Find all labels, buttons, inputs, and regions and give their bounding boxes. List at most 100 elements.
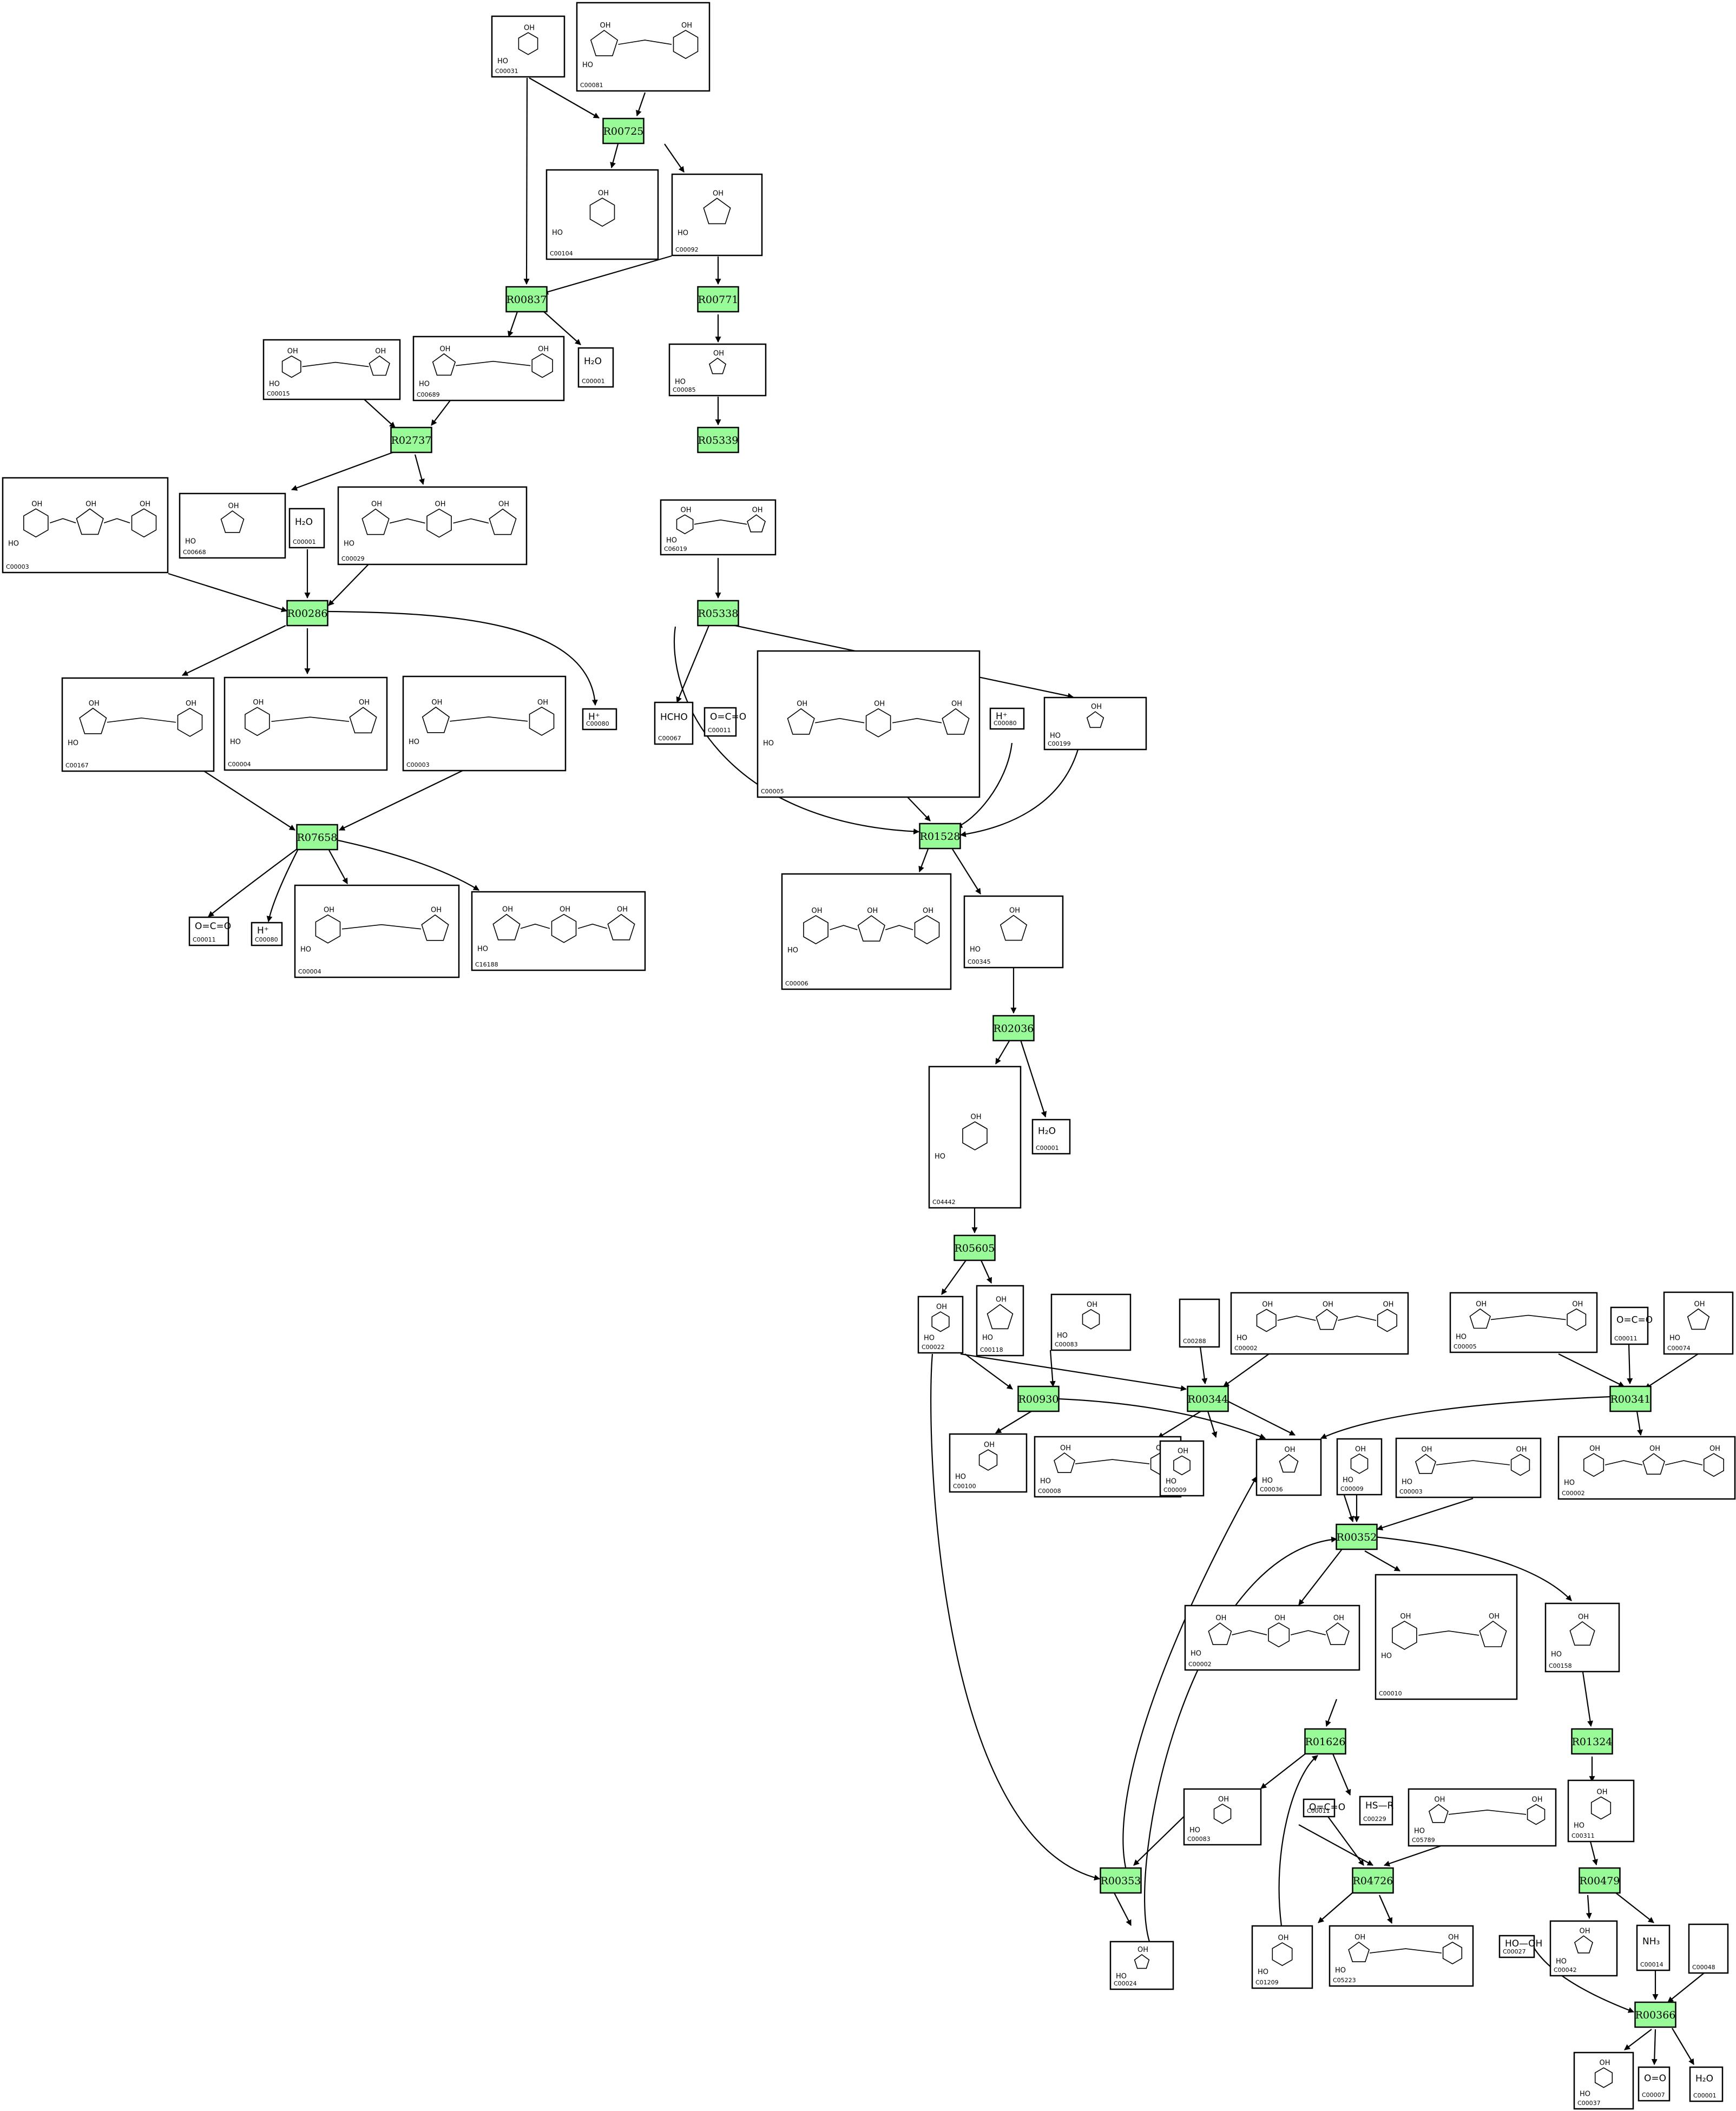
reaction-node[interactable]: R00479 — [1579, 1867, 1621, 1894]
reaction-node[interactable]: R00771 — [697, 286, 739, 313]
reaction-node[interactable]: R00344 — [1187, 1385, 1229, 1412]
reaction-node[interactable]: R01528 — [919, 823, 961, 850]
reaction-node[interactable]: R00837 — [505, 286, 548, 313]
compound-id: C00011 — [193, 936, 216, 943]
compound-node[interactable]: H⁺C00080 — [251, 922, 283, 946]
compound-box — [757, 650, 981, 798]
reaction-node[interactable]: R02036 — [992, 1015, 1035, 1042]
compound-id: C00002 — [1234, 1345, 1258, 1352]
reaction-node[interactable]: R00352 — [1336, 1523, 1378, 1550]
compound-node[interactable]: OHOHHOC00008 — [1034, 1436, 1182, 1498]
compound-node[interactable]: H⁺C00080 — [582, 708, 617, 731]
reaction-node[interactable]: R05338 — [697, 600, 739, 627]
compound-box — [1375, 1574, 1518, 1700]
compound-node[interactable]: C00288 — [1179, 1298, 1220, 1348]
compound-box — [179, 492, 286, 559]
reaction-node[interactable]: R00725 — [602, 117, 645, 144]
reaction-node[interactable]: R05339 — [697, 426, 739, 453]
reaction-box — [1352, 1867, 1394, 1894]
reaction-node[interactable]: R02737 — [390, 426, 432, 453]
reaction-node[interactable]: R00341 — [1609, 1385, 1652, 1412]
reaction-node[interactable]: R00353 — [1100, 1867, 1142, 1894]
svg-text:OH: OH — [371, 501, 382, 509]
compound-node[interactable]: H⁺C00080 — [989, 707, 1025, 730]
svg-text:OH: OH — [996, 1296, 1007, 1304]
reaction-node[interactable]: R07658 — [296, 824, 338, 851]
reaction-arrow — [1158, 1411, 1201, 1438]
reaction-arrow — [930, 1353, 1101, 1881]
compound-node[interactable]: C00048 — [1688, 1923, 1729, 1974]
reaction-node[interactable]: R01324 — [1571, 1728, 1613, 1755]
reaction-arrow — [636, 92, 646, 117]
compound-id: C01209 — [1255, 1979, 1279, 1986]
compound-id: C00067 — [658, 735, 681, 742]
reaction-node[interactable]: R00286 — [286, 600, 328, 627]
reaction-node[interactable]: R00930 — [1017, 1385, 1060, 1412]
reaction-node[interactable]: R00366 — [1634, 2001, 1676, 2028]
reaction-node[interactable]: R04726 — [1352, 1867, 1394, 1894]
reaction-arrow — [1325, 1699, 1338, 1727]
reaction-node[interactable]: R01626 — [1304, 1728, 1346, 1755]
reaction-node[interactable]: R05605 — [954, 1234, 996, 1261]
